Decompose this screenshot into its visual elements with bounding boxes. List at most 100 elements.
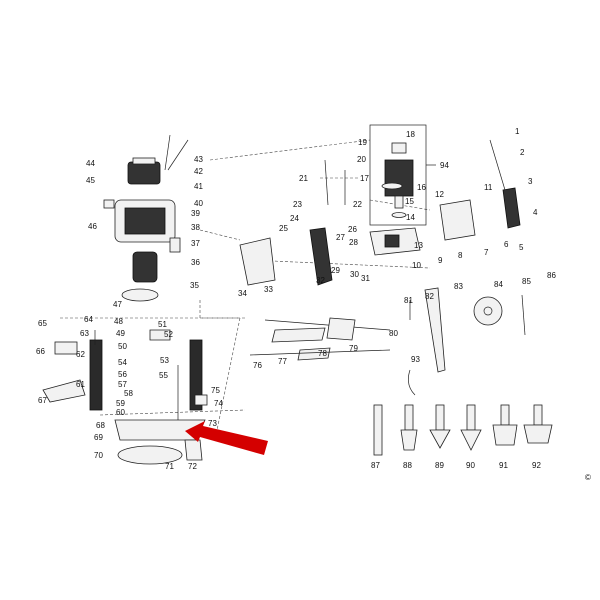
part-label: 9 bbox=[438, 256, 443, 265]
part-label: 38 bbox=[191, 223, 200, 232]
part-label: 42 bbox=[194, 167, 203, 176]
part-label: 70 bbox=[94, 451, 103, 460]
part-label: 65 bbox=[38, 319, 47, 328]
part-label: 39 bbox=[191, 209, 200, 218]
part-label: 50 bbox=[118, 342, 127, 351]
part-label: 17 bbox=[360, 174, 369, 183]
part-label: 46 bbox=[88, 222, 97, 231]
motor-housing-cluster bbox=[103, 134, 189, 302]
part-label: 3 bbox=[528, 177, 533, 186]
part-label: 91 bbox=[499, 461, 508, 470]
part-label: 10 bbox=[412, 261, 421, 270]
part-label: 51 bbox=[158, 320, 167, 329]
part-label: 76 bbox=[253, 361, 262, 370]
part-label: 92 bbox=[532, 461, 541, 470]
part-label: 28 bbox=[349, 238, 358, 247]
part-label: 73 bbox=[208, 419, 217, 428]
part-label: 84 bbox=[494, 280, 503, 289]
part-label: 74 bbox=[214, 399, 223, 408]
part-label: 64 bbox=[84, 315, 93, 324]
part-label: 49 bbox=[116, 329, 125, 338]
part-label: 66 bbox=[36, 347, 45, 356]
part-label: 1 bbox=[515, 127, 520, 136]
part-label: 83 bbox=[454, 282, 463, 291]
part-label: 2 bbox=[520, 148, 525, 157]
part-label: 79 bbox=[349, 344, 358, 353]
part-label: 13 bbox=[414, 241, 423, 250]
part-label: 32 bbox=[316, 276, 325, 285]
part-label: 44 bbox=[86, 159, 95, 168]
part-label: 56 bbox=[118, 370, 127, 379]
part-label: 71 bbox=[165, 462, 174, 471]
part-label: 45 bbox=[86, 176, 95, 185]
part-label: 20 bbox=[357, 155, 366, 164]
part-label: 52 bbox=[164, 330, 173, 339]
part-label: 75 bbox=[211, 386, 220, 395]
corner-mark: © bbox=[585, 473, 591, 482]
part-label: 69 bbox=[94, 433, 103, 442]
part-label: 62 bbox=[76, 350, 85, 359]
part-label: 55 bbox=[159, 371, 168, 380]
part-label: 93 bbox=[411, 355, 420, 364]
part-label: 35 bbox=[190, 281, 199, 290]
part-label: 85 bbox=[522, 277, 531, 286]
part-label: 77 bbox=[278, 357, 287, 366]
part-label: 33 bbox=[264, 285, 273, 294]
part-label: 11 bbox=[484, 183, 493, 192]
part-label: 31 bbox=[361, 274, 370, 283]
part-label: 48 bbox=[114, 317, 123, 326]
part-label: 40 bbox=[194, 199, 203, 208]
part-label: 47 bbox=[113, 300, 122, 309]
part-label: 68 bbox=[96, 421, 105, 430]
part-label: 57 bbox=[118, 380, 127, 389]
part-label: 86 bbox=[547, 271, 556, 280]
part-label: 60 bbox=[116, 408, 125, 417]
part-label: 58 bbox=[124, 389, 133, 398]
part-label: 21 bbox=[299, 174, 308, 183]
part-label: 61 bbox=[76, 380, 85, 389]
part-label: 63 bbox=[80, 329, 89, 338]
pointer-arrow bbox=[185, 421, 268, 455]
part-label: 41 bbox=[194, 182, 203, 191]
accessories bbox=[408, 287, 526, 396]
part-label: 36 bbox=[191, 258, 200, 267]
part-label: 72 bbox=[188, 462, 197, 471]
part-label: 53 bbox=[160, 356, 169, 365]
part-label: 22 bbox=[353, 200, 362, 209]
part-label: 27 bbox=[336, 233, 345, 242]
part-label: 4 bbox=[533, 208, 538, 217]
part-label: 12 bbox=[435, 190, 444, 199]
part-label: 87 bbox=[371, 461, 380, 470]
part-label: 26 bbox=[348, 225, 357, 234]
part-label: 54 bbox=[118, 358, 127, 367]
part-label: 80 bbox=[389, 329, 398, 338]
part-label: 34 bbox=[238, 289, 247, 298]
guide-rods bbox=[249, 317, 391, 361]
part-label: 78 bbox=[318, 349, 327, 358]
part-label: 59 bbox=[116, 399, 125, 408]
part-label: 67 bbox=[38, 396, 47, 405]
part-label: 81 bbox=[404, 296, 413, 305]
part-label: 37 bbox=[191, 239, 200, 248]
part-label: 16 bbox=[417, 183, 426, 192]
part-label: 7 bbox=[484, 248, 489, 257]
part-labels: 1 2 3 4 5 6 7 8 9 10 11 12 13 14 15 16 1… bbox=[36, 127, 556, 471]
part-label: 43 bbox=[194, 155, 203, 164]
base-plunge-assembly bbox=[42, 329, 208, 465]
part-label: 90 bbox=[466, 461, 475, 470]
armature-inset bbox=[369, 124, 436, 226]
router-bits bbox=[373, 404, 553, 456]
part-label: 14 bbox=[406, 213, 415, 222]
part-label: 19 bbox=[358, 138, 367, 147]
part-label: 23 bbox=[293, 200, 302, 209]
part-label: 5 bbox=[519, 243, 524, 252]
part-label: 18 bbox=[406, 130, 415, 139]
part-label: 6 bbox=[504, 240, 509, 249]
part-label: 88 bbox=[403, 461, 412, 470]
part-label: 24 bbox=[290, 214, 299, 223]
part-label: 29 bbox=[331, 266, 340, 275]
part-label: 30 bbox=[350, 270, 359, 279]
part-label: 15 bbox=[405, 197, 414, 206]
part-label: 8 bbox=[458, 251, 463, 260]
